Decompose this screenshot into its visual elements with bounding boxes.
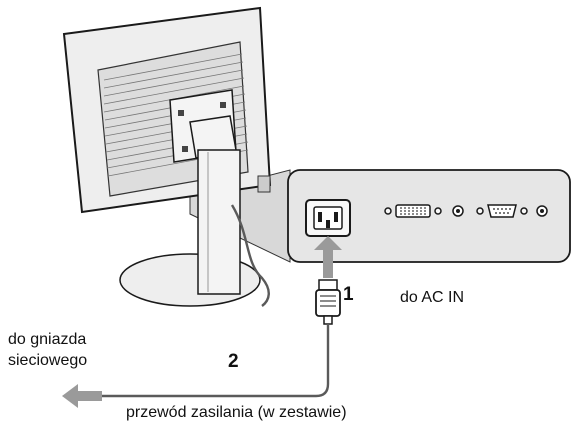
power-cable-label: przewód zasilania (w zestawie) <box>126 404 347 421</box>
power-cable <box>100 324 330 398</box>
connector-panel-zoom <box>287 169 571 263</box>
ac-inlet-socket-icon <box>305 199 351 237</box>
outlet-label-line2: sieciowego <box>8 352 88 369</box>
power-plug-icon <box>315 279 341 325</box>
step-1-label: 1 <box>343 284 354 305</box>
arrow-up-icon <box>314 236 342 278</box>
arrow-left-icon <box>62 384 102 408</box>
outlet-label-line1: do gniazda <box>8 331 87 348</box>
cable-behind-stand <box>230 204 270 307</box>
ac-in-label: do AC IN <box>400 289 465 306</box>
step-2-label: 2 <box>228 351 239 372</box>
monitor-stand <box>189 115 241 295</box>
dvi-port-icon <box>384 204 464 218</box>
monitor-rear-icon <box>62 6 272 214</box>
vga-port-icon <box>476 204 548 218</box>
